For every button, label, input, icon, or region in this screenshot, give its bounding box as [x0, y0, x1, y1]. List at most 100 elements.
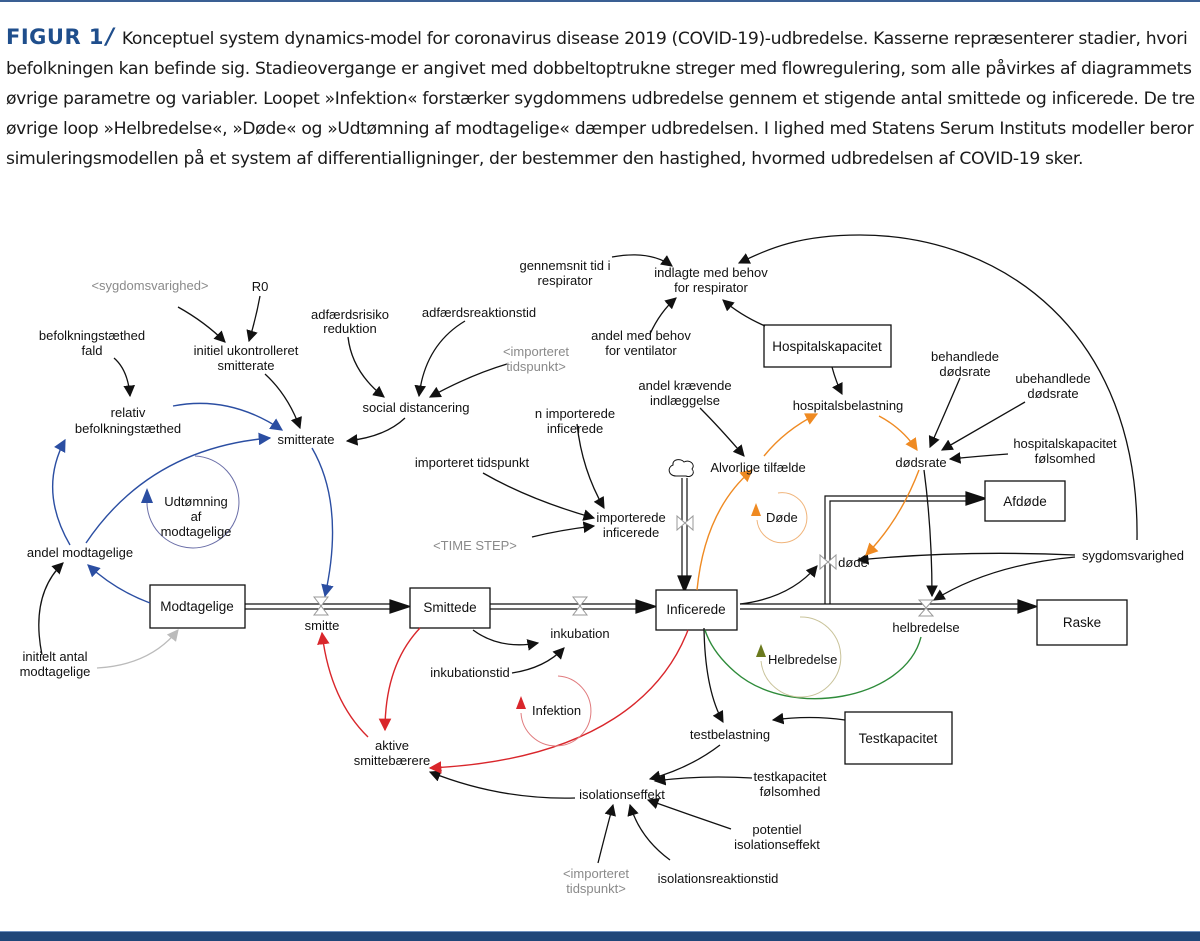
- var-doedsrate: dødsrate: [895, 455, 946, 470]
- var-adfaerdsreaktionstid: adfærdsreaktionstid: [422, 305, 536, 320]
- link-andel-indlaeggelse-alvorlige: [699, 407, 745, 457]
- pipe-arrow-inficerede: [635, 599, 658, 614]
- link-inficerede-alvorlige: [696, 469, 753, 591]
- stock-label: Smittede: [423, 600, 476, 615]
- link-smittede-inkubation: [472, 629, 540, 651]
- link-inficerede-testbelastning: [703, 627, 724, 724]
- var-social-distancering: social distancering: [363, 400, 470, 415]
- flow-doede: døde: [838, 555, 868, 570]
- link-ubehandlede-doedsrate: [940, 401, 1026, 451]
- link-andel-smitterate: [85, 432, 272, 544]
- link-helbredelse-inficerede: [704, 629, 922, 700]
- link-sygdomsvarighed-initiel: [177, 306, 226, 343]
- var-indlagte-2: for respirator: [674, 280, 748, 295]
- link-inficerede-aktive: [428, 629, 689, 774]
- loop-arc-infektion: [520, 675, 592, 747]
- var-smitterate: smitterate: [277, 432, 334, 447]
- link-nimporterede-importerede: [576, 423, 605, 510]
- link-sygdomsvarighed-doede: [856, 552, 1076, 565]
- loop-arc-helbredelse: [760, 616, 842, 698]
- link-initielt-modtagelige: [96, 629, 179, 669]
- link-adfaerdsrisiko-social: [347, 336, 385, 398]
- pipe-afdoede-2: [829, 500, 970, 604]
- link-smitterate-smitte: [311, 447, 334, 598]
- link-hospitalskap-belastning: [831, 366, 843, 396]
- caption-text: Konceptuel system dynamics-model for cor…: [6, 29, 1195, 169]
- flow-pipes: [245, 478, 1039, 614]
- valves: [312, 514, 935, 617]
- loop-label: Udtømning: [164, 494, 228, 509]
- pipe-afdoede: [824, 495, 970, 604]
- link-gennemsnit-indlagte: [611, 254, 673, 267]
- var-r0: R0: [252, 279, 269, 294]
- flow-importerede-inficerede: importerede: [596, 510, 665, 525]
- link-hospfoelsomhed-doedsrate: [948, 452, 1009, 464]
- var-testkapacitet-foelsomhed-2: følsomhed: [760, 784, 821, 799]
- stock-label: Hospitalskapacitet: [772, 339, 882, 354]
- link-importeret-social: [428, 363, 508, 398]
- link-testkapfoelsomhed-isolation: [653, 773, 753, 786]
- link-inficerede-doede: [739, 565, 818, 605]
- var-initiel-smitterate: initiel ukontrolleret: [194, 343, 299, 358]
- var-aktive-smittebaerere-2: smittebærere: [354, 753, 431, 768]
- link-timestep-importerede: [531, 521, 596, 538]
- var-alvorlige-tilfaelde: Alvorlige tilfælde: [710, 460, 805, 475]
- figure-slash: /: [106, 25, 114, 50]
- figure-caption: FIGUR 1/ Konceptuel system dynamics-mode…: [6, 22, 1196, 174]
- var-relativ-befolkningstaethed: relativ: [111, 405, 146, 420]
- valve-doede: [819, 553, 837, 571]
- link-fald-relativ: [113, 357, 136, 398]
- causal-links-orange: [696, 413, 920, 591]
- link-hospitalskap-indlagte: [722, 299, 766, 327]
- var-befolkningstaethed-fald-2: fald: [82, 343, 103, 358]
- var-testbelastning: testbelastning: [690, 727, 770, 742]
- var-importeret-tidspunkt-shadow-2: tidspunkt>: [506, 359, 566, 374]
- flow-smitte: smitte: [305, 618, 340, 633]
- link-aktive-smitte: [317, 631, 369, 738]
- stock-modtagelige: Modtagelige: [149, 584, 246, 629]
- var-importeret-tidspunkt: importeret tidspunkt: [415, 455, 530, 470]
- link-doedsrate-helbredelse: [923, 469, 938, 598]
- var-initiel-smitterate-2: smitterate: [217, 358, 274, 373]
- var-aktive-smittebaerere: aktive: [375, 738, 409, 753]
- link-relativ-smitterate: [172, 402, 284, 431]
- loop-label: Helbredelse: [768, 652, 837, 667]
- flow-helbredelse: helbredelse: [892, 620, 959, 635]
- link-initielt-andel: [38, 562, 64, 656]
- var-ubehandlede-doedsrate: ubehandlede: [1015, 371, 1090, 386]
- link-sygdomsvarighed-helbredelse: [933, 556, 1076, 601]
- var-testkapacitet-foelsomhed: testkapacitet: [754, 769, 827, 784]
- pipe-arrow-import: [677, 575, 692, 594]
- stock-smittede: Smittede: [409, 587, 491, 629]
- link-alvorlige-hospitalsbelastning: [763, 413, 819, 457]
- variable-labels: <sygdomsvarighed> R0 befolkningstæthed f…: [20, 258, 1184, 896]
- var-ubehandlede-doedsrate-2: dødsrate: [1027, 386, 1078, 401]
- loop-arrow-doede: [751, 503, 761, 516]
- stock-afdoede: Afdøde: [984, 480, 1066, 522]
- figure-label: FIGUR 1: [6, 25, 105, 49]
- var-befolkningstaethed-fald: befolkningstæthed: [39, 328, 145, 343]
- bottom-rule: [0, 931, 1200, 941]
- loop-label: modtagelige: [161, 524, 232, 539]
- loop-infektion: Infektion: [516, 675, 592, 747]
- cloud-source-icon: [668, 459, 694, 477]
- loop-arrow-helbredelse: [756, 644, 766, 657]
- var-importeret-tidspunkt-shadow: <importeret: [503, 344, 569, 359]
- flow-importerede-inficerede-2: inficerede: [603, 525, 659, 540]
- causal-links-blue: [51, 402, 334, 604]
- flow-inkubation: inkubation: [550, 626, 609, 641]
- loop-label: Døde: [766, 510, 798, 525]
- var-hospitalsbelastning: hospitalsbelastning: [793, 398, 904, 413]
- var-sygdomsvarighed: sygdomsvarighed: [1082, 548, 1184, 563]
- stock-label: Testkapacitet: [859, 731, 938, 746]
- var-relativ-befolkningstaethed-2: befolkningstæthed: [75, 421, 181, 436]
- stock-hospitalskapacitet: Hospitalskapacitet: [763, 324, 892, 368]
- loop-label: af: [191, 509, 202, 524]
- var-adfaerdsrisiko: adfærdsrisiko: [311, 307, 389, 322]
- var-hospitalskapacitet-foelsomhed: hospitalskapacitet: [1013, 436, 1117, 451]
- var-sygdomsvarighed-shadow: <sygdomsvarighed>: [91, 278, 208, 293]
- var-initielt-antal: initielt antal: [22, 649, 87, 664]
- var-gennemsnit-tid-2: respirator: [538, 273, 594, 288]
- var-potentiel-isolationseffekt-2: isolationseffekt: [734, 837, 820, 852]
- stock-label: Inficerede: [666, 602, 725, 617]
